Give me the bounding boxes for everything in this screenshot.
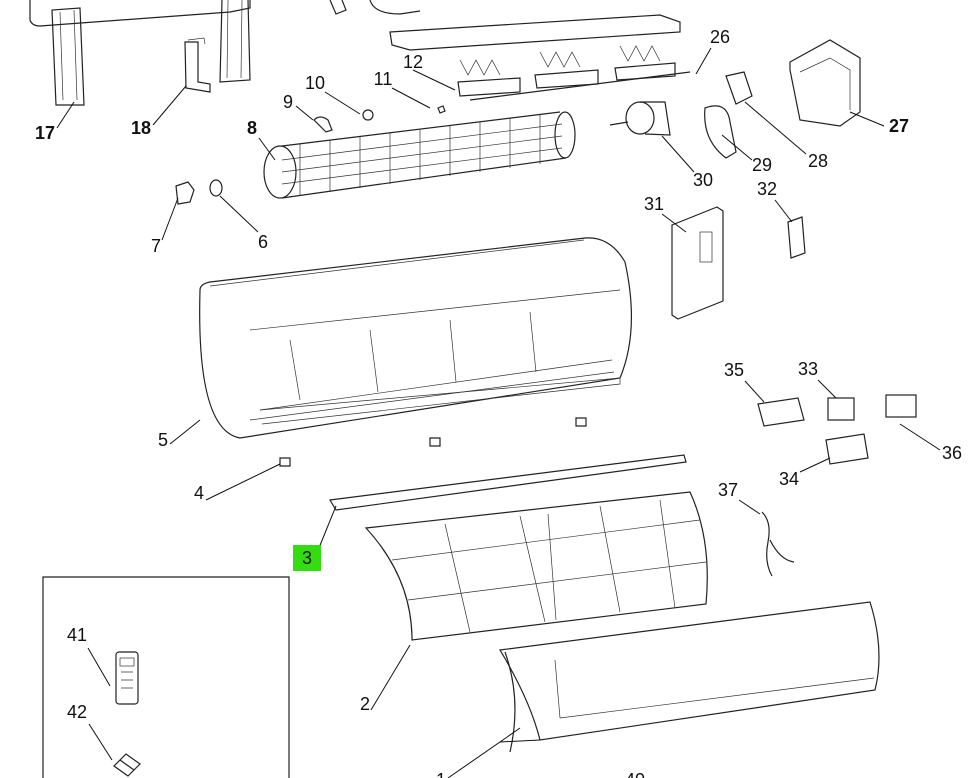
parts-9-10-11 (313, 105, 446, 133)
parts-33-34-35-36-pcbs (757, 394, 917, 465)
callout-8[interactable]: 8 (246, 118, 258, 138)
part-30-fan-motor (609, 101, 671, 136)
part-42-batteries (113, 753, 141, 777)
callout-1[interactable]: 1 (436, 771, 446, 778)
part-18-bracket (184, 37, 211, 93)
part-4-clips (279, 417, 587, 467)
part-2-air-filter (364, 491, 708, 641)
part-12-louver-assembly (329, 0, 691, 101)
callout-11[interactable]: 11 (373, 69, 393, 89)
callout-12[interactable]: 12 (402, 52, 424, 72)
callout-31[interactable]: 31 (643, 194, 665, 214)
callout-28[interactable]: 28 (807, 151, 829, 171)
callout-34[interactable]: 34 (778, 469, 800, 489)
callout-26[interactable]: 26 (709, 27, 731, 47)
callout-18[interactable]: 18 (130, 118, 152, 138)
callout-3-highlighted[interactable]: 3 (292, 545, 322, 571)
callout-6[interactable]: 6 (257, 232, 269, 252)
leader-lines (56, 47, 941, 778)
callout-36[interactable]: 36 (941, 443, 963, 463)
part-3-horizontal-louver (329, 454, 687, 511)
part-27-evaporator-side (789, 39, 861, 127)
part-29-motor-clamp (704, 105, 737, 159)
callout-27[interactable]: 27 (888, 116, 910, 136)
callout-41[interactable]: 41 (66, 625, 88, 645)
part-40-front-panel (499, 601, 880, 753)
callout-37[interactable]: 37 (717, 480, 739, 500)
part-28-bracket (725, 71, 753, 105)
callout-17[interactable]: 17 (34, 123, 56, 143)
callout-9[interactable]: 9 (282, 92, 294, 112)
callout-32[interactable]: 32 (756, 179, 778, 199)
part-8-cross-flow-fan (263, 111, 576, 199)
callout-40[interactable]: 40 (625, 771, 645, 778)
part-17-mounting-plate (29, 0, 251, 106)
callout-42[interactable]: 42 (66, 702, 88, 722)
callout-30[interactable]: 30 (692, 170, 714, 190)
callout-35[interactable]: 35 (723, 360, 745, 380)
part-5-chassis (199, 237, 633, 439)
callout-4[interactable]: 4 (193, 483, 205, 503)
part-31-electrical-box (671, 206, 724, 320)
part-41-remote (115, 651, 139, 705)
callout-33[interactable]: 33 (797, 359, 819, 379)
parts-6-7 (175, 179, 223, 205)
callout-10[interactable]: 10 (304, 73, 326, 93)
accessory-box (42, 576, 290, 778)
callout-7[interactable]: 7 (150, 236, 162, 256)
callout-2[interactable]: 2 (359, 694, 371, 714)
callout-29[interactable]: 29 (751, 155, 773, 175)
part-32-cover (787, 216, 806, 259)
part-37-sensor (761, 511, 795, 577)
callout-5[interactable]: 5 (157, 430, 169, 450)
